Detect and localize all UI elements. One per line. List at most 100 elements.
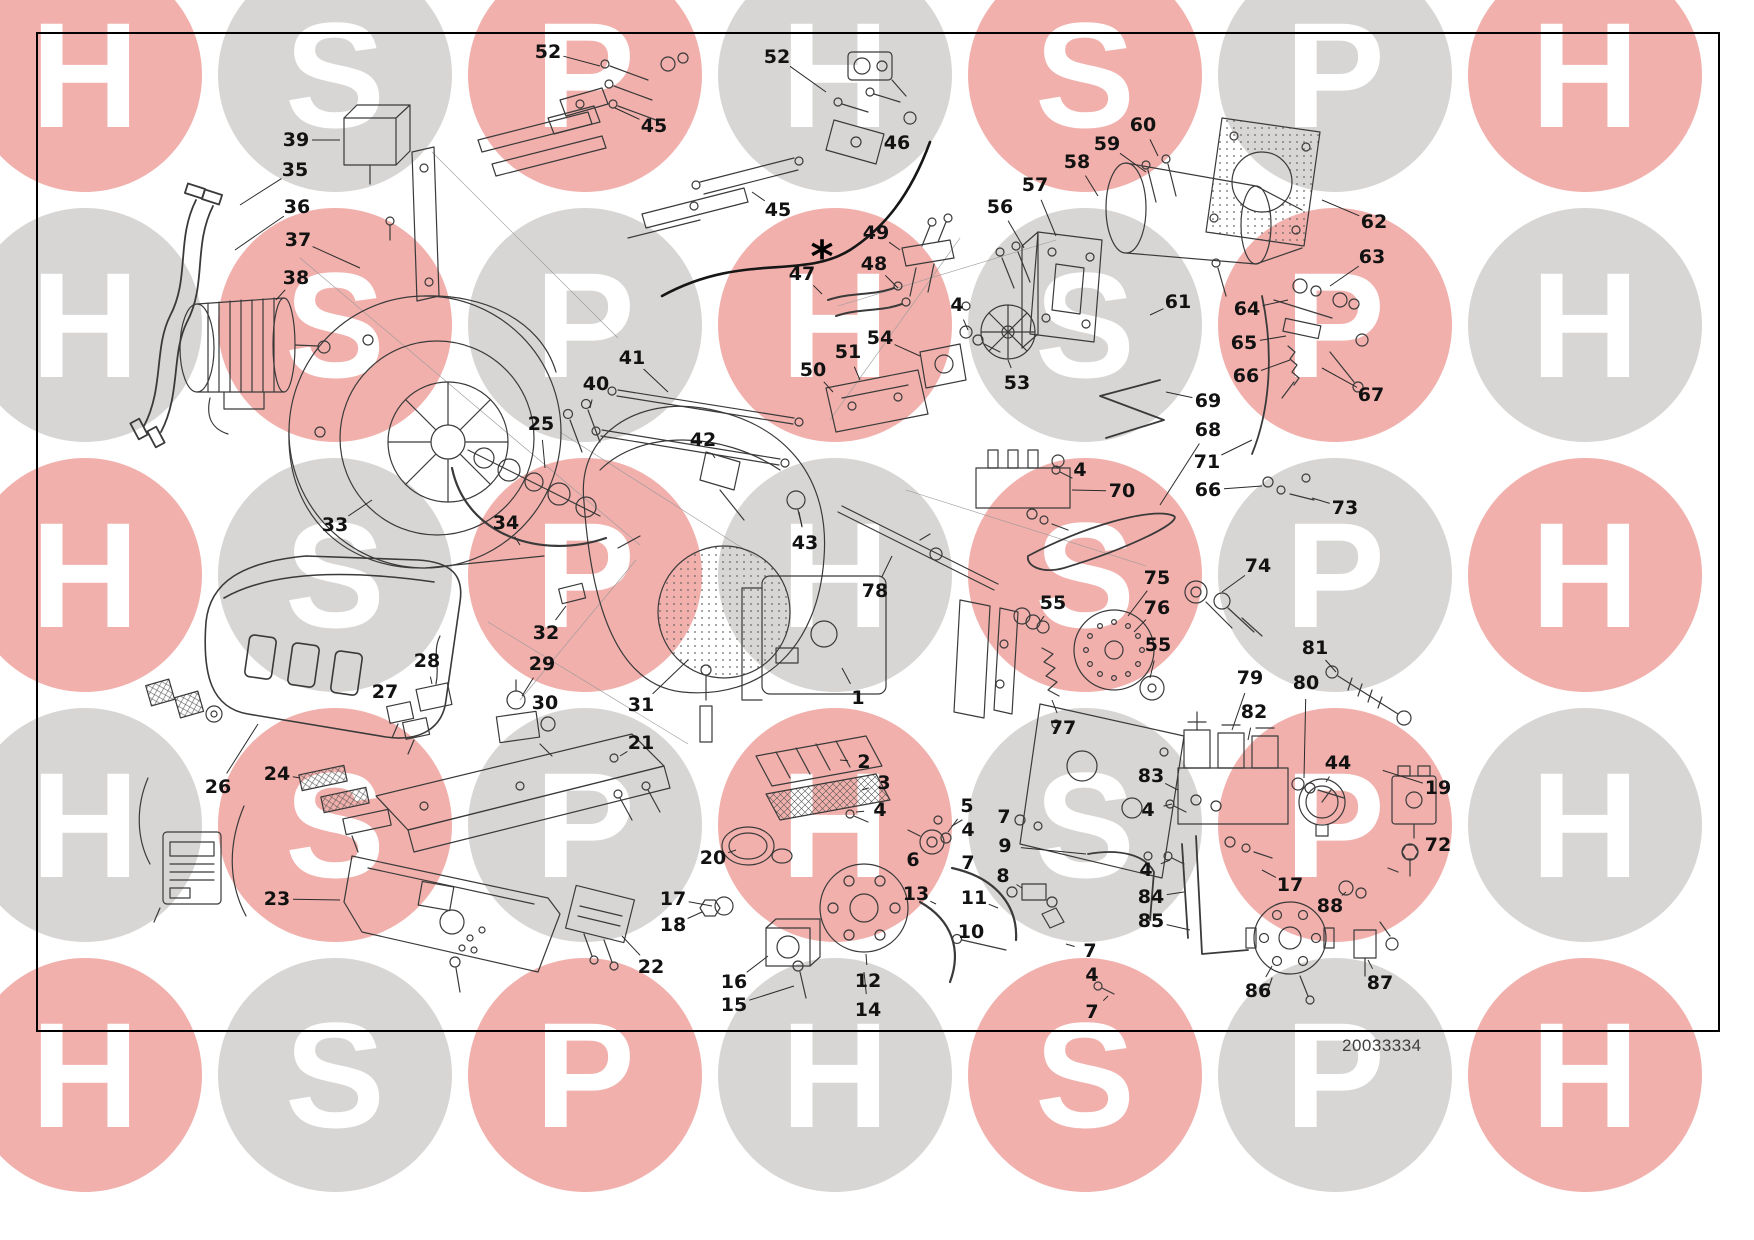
leader-line xyxy=(1149,139,1159,157)
part-number-81: 81 xyxy=(1301,637,1329,659)
part-number-43: 43 xyxy=(791,532,819,554)
part-number-55: 55 xyxy=(1144,634,1172,656)
leader-line xyxy=(789,65,827,93)
leader-line xyxy=(621,935,641,956)
part-number-47: 47 xyxy=(788,263,816,285)
leader-line xyxy=(1221,439,1253,456)
leader-line xyxy=(1160,859,1171,865)
leader-line xyxy=(746,955,769,973)
part-number-7: 7 xyxy=(1083,940,1097,962)
hinge-plate xyxy=(995,231,1103,349)
watermark-letter: H xyxy=(718,958,952,1192)
part-number-79: 79 xyxy=(1236,667,1264,689)
leader-line xyxy=(888,241,901,251)
leader-line xyxy=(839,759,849,762)
part-number-76: 76 xyxy=(1143,597,1171,619)
part-number-7: 7 xyxy=(961,852,975,874)
part-number-63: 63 xyxy=(1358,246,1386,268)
part-number-55: 55 xyxy=(1039,592,1067,614)
part-number-45: 45 xyxy=(640,115,668,137)
part-number-16: 16 xyxy=(720,971,748,993)
part-number-42: 42 xyxy=(689,429,717,451)
part-number-21: 21 xyxy=(627,732,655,754)
sensor-probe xyxy=(1325,665,1412,726)
watermark-letter: H xyxy=(1468,958,1702,1192)
part-number-51: 51 xyxy=(834,341,862,363)
part-number-62: 62 xyxy=(1360,211,1388,233)
part-number-82: 82 xyxy=(1240,701,1268,723)
part-number-3: 3 xyxy=(877,772,891,794)
part-number-57: 57 xyxy=(1021,174,1049,196)
watermark-letter: P xyxy=(468,458,702,692)
part-number-35: 35 xyxy=(281,159,309,181)
watermark-letter: S xyxy=(968,458,1202,692)
asterisk-mark: * xyxy=(810,231,834,283)
fan-shaft-parts xyxy=(450,447,608,547)
leader-line xyxy=(1039,615,1045,623)
part-number-66: 66 xyxy=(1194,479,1222,501)
pump-assembly xyxy=(699,826,945,999)
leader-line xyxy=(1119,152,1147,173)
part-number-37: 37 xyxy=(284,229,312,251)
part-number-52: 52 xyxy=(534,41,562,63)
leader-line xyxy=(275,289,286,301)
part-number-52: 52 xyxy=(763,46,791,68)
oil-pump xyxy=(1245,901,1335,1005)
gaskets xyxy=(145,678,223,723)
leader-line xyxy=(429,676,433,685)
watermark-letter: H xyxy=(1468,708,1702,942)
leader-line xyxy=(1071,489,1107,492)
watermark-letter: S xyxy=(218,958,452,1192)
leader-line xyxy=(1367,959,1374,970)
part-number-46: 46 xyxy=(883,132,911,154)
leader-line xyxy=(292,898,341,901)
part-number-70: 70 xyxy=(1108,480,1136,502)
watermark-letter: H xyxy=(0,458,202,692)
leader-line xyxy=(1020,847,1087,855)
leader-line xyxy=(643,368,669,393)
leader-line xyxy=(749,985,795,1001)
part-number-48: 48 xyxy=(860,253,888,275)
leader-line xyxy=(1231,692,1246,731)
leader-line xyxy=(884,274,899,289)
part-number-4: 4 xyxy=(1139,859,1153,881)
leader-line xyxy=(711,453,716,459)
solenoid-valve-group xyxy=(1177,711,1345,859)
ignition-transformer xyxy=(564,884,636,971)
burner-housing xyxy=(558,405,826,694)
part-number-59: 59 xyxy=(1093,133,1121,155)
leader-line xyxy=(962,319,969,331)
watermark-letter: S xyxy=(218,708,452,942)
control-unit xyxy=(138,777,247,923)
leader-line xyxy=(947,818,959,833)
part-number-61: 61 xyxy=(1164,291,1192,313)
leader-line xyxy=(861,787,869,791)
part-number-45: 45 xyxy=(764,199,792,221)
watermark-letter: P xyxy=(468,958,702,1192)
part-number-41: 41 xyxy=(618,347,646,369)
leader-line xyxy=(855,810,865,813)
part-number-72: 72 xyxy=(1424,834,1452,856)
air-damper-grills xyxy=(755,735,891,821)
leader-line xyxy=(1329,265,1360,287)
part-number-24: 24 xyxy=(263,763,291,785)
leader-line xyxy=(312,246,361,269)
watermark-letter: S xyxy=(218,208,452,442)
part-number-11: 11 xyxy=(960,887,988,909)
leader-line xyxy=(894,344,921,357)
blast-tube xyxy=(1105,117,1321,297)
part-number-36: 36 xyxy=(283,196,311,218)
part-number-18: 18 xyxy=(659,914,687,936)
leader-line xyxy=(1382,769,1423,784)
part-number-86: 86 xyxy=(1244,980,1272,1002)
leader-line xyxy=(1149,660,1155,679)
hydraulic-jack xyxy=(495,679,556,757)
part-number-84: 84 xyxy=(1137,886,1165,908)
control-box xyxy=(343,104,411,185)
part-number-64: 64 xyxy=(1233,298,1261,320)
leader-line xyxy=(863,971,867,995)
part-number-8: 8 xyxy=(996,865,1010,887)
part-number-56: 56 xyxy=(986,196,1014,218)
base-tray xyxy=(343,855,561,993)
part-number-88: 88 xyxy=(1316,895,1344,917)
